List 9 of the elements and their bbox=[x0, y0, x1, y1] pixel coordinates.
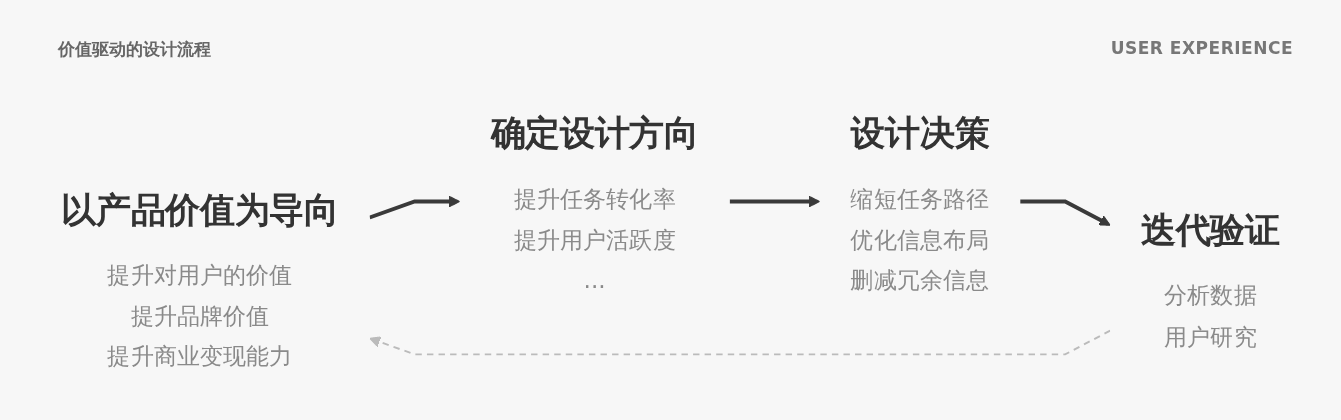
arrow bbox=[729, 196, 821, 208]
diagram-title: 价值驱动的设计流程 bbox=[58, 38, 211, 61]
heading-label: USER EXPERIENCE bbox=[1110, 38, 1293, 58]
arrow bbox=[369, 329, 1112, 356]
arrow bbox=[1020, 199, 1111, 226]
arrow bbox=[369, 196, 461, 220]
node-text: 以产品价值为导向 提升对用户的价值 提升品牌价值 提升商业变现能力 bbox=[61, 189, 339, 370]
node-text: 设计决策 缩短任务路径 优化信息布局 删减冗余信息 bbox=[850, 113, 990, 294]
node-text: 迭代验证 分析数据 用户研究 bbox=[1141, 209, 1280, 350]
